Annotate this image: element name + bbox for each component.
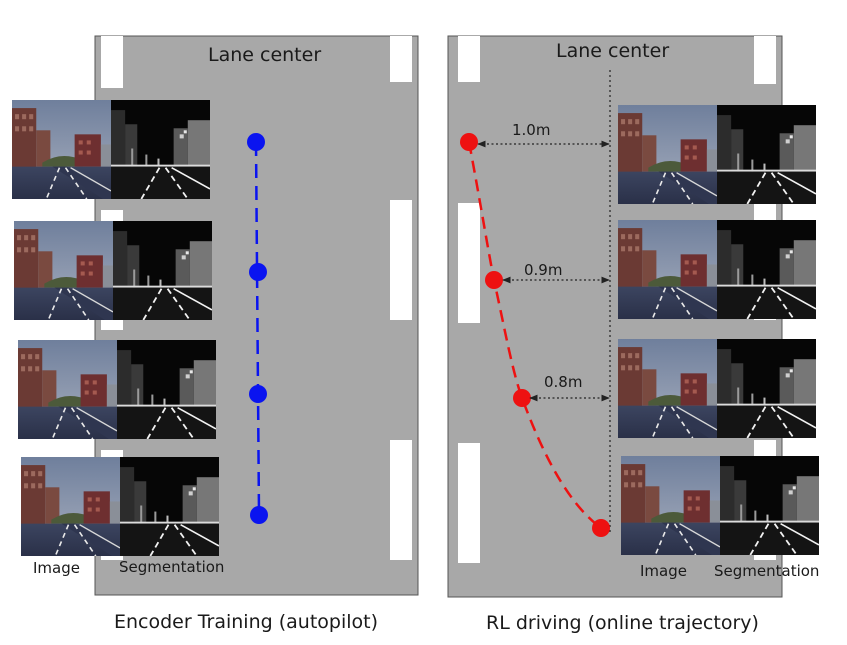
left-segmentation-label: Segmentation: [119, 558, 225, 576]
autopilot-point-4: [250, 506, 268, 524]
rl-trajectory: [460, 133, 610, 537]
observation-pair-3: [18, 340, 216, 439]
autopilot-point-2: [249, 263, 267, 281]
right-caption: RL driving (online trajectory): [486, 612, 759, 634]
observation-pair-4: [21, 457, 219, 556]
observation-pair-4: [621, 456, 819, 555]
left-caption: Encoder Training (autopilot): [114, 611, 379, 633]
autopilot-trajectory: [247, 133, 268, 524]
distance-label-1: 1.0m: [512, 121, 551, 139]
observation-pair-2: [618, 220, 816, 319]
autopilot-point-1: [247, 133, 265, 151]
right-image-label: Image: [640, 562, 687, 580]
observation-pair-1: [12, 100, 210, 199]
observation-pair-3: [618, 339, 816, 438]
distance-label-2: 0.9m: [524, 261, 563, 279]
rl-point-2: [485, 271, 503, 289]
autopilot-point-3: [249, 385, 267, 403]
left-lane-center-label: Lane center: [208, 44, 322, 66]
distance-label-3: 0.8m: [544, 373, 583, 391]
rl-point-4: [592, 519, 610, 537]
observation-pair-2: [14, 221, 212, 320]
distance-arrows: [477, 140, 610, 402]
rl-point-3: [513, 389, 531, 407]
left-image-label: Image: [33, 559, 80, 577]
rl-point-1: [460, 133, 478, 151]
observation-pair-1: [618, 105, 816, 204]
right-lane-center-label: Lane center: [556, 40, 670, 62]
right-segmentation-label: Segmentation: [714, 562, 820, 580]
